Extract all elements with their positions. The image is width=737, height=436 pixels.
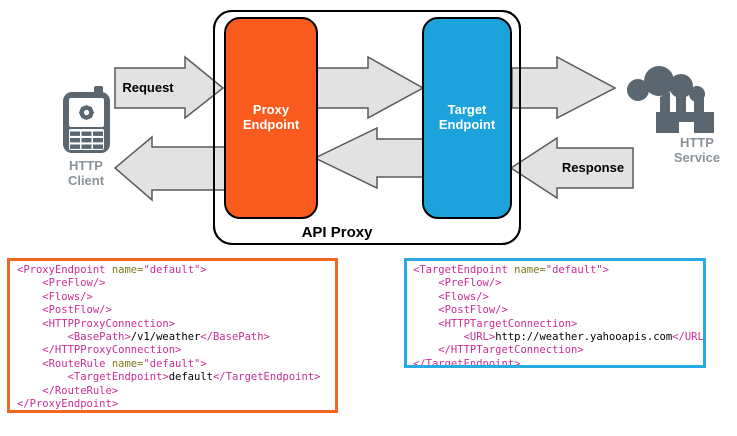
response-arrow <box>509 136 634 200</box>
code-line: <BasePath>/v1/weather</BasePath> <box>17 331 270 344</box>
api-proxy-container-border <box>213 10 521 245</box>
proxy-endpoint-label: Proxy Endpoint <box>242 102 300 132</box>
phone-keypad <box>70 131 103 149</box>
code-line: <PostFlow/> <box>17 304 112 317</box>
factory-door <box>679 122 694 133</box>
code-line: <URL>http://weather.yahooapis.com</URL> <box>413 331 704 344</box>
code-line: <RouteRule name="default"> <box>17 357 207 370</box>
code-line: </RouteRule> <box>17 384 119 397</box>
flow-arrows <box>113 55 634 202</box>
request-label: Request <box>122 80 174 95</box>
target-to-service-arrow <box>511 55 617 120</box>
code-line: <Flows/> <box>17 290 93 303</box>
api-proxy-label: API Proxy <box>301 224 373 241</box>
code-line: <HTTPTargetConnection> <box>413 317 578 330</box>
diagram-canvas <box>63 10 714 245</box>
code-line: </HTTPTargetConnection> <box>413 344 584 357</box>
code-line: </HTTPProxyConnection> <box>17 344 182 357</box>
response-label: Response <box>561 160 625 175</box>
proxy-to-target-arrow <box>316 55 425 120</box>
code-line: <TargetEndpoint>default</TargetEndpoint> <box>17 371 321 384</box>
code-line: <HTTPProxyConnection> <box>17 317 176 330</box>
code-line: <ProxyEndpoint name="default"> <box>17 264 207 276</box>
target-endpoint-label: Target Endpoint <box>438 102 496 132</box>
target-to-proxy-arrow <box>313 126 424 190</box>
target-endpoint-box <box>422 17 512 219</box>
code-line: <PreFlow/> <box>17 277 106 290</box>
mobile-phone-icon <box>63 86 110 153</box>
chimney <box>694 92 704 114</box>
code-line: </ProxyEndpoint> <box>17 398 119 411</box>
code-line: <TargetEndpoint name="default"> <box>413 264 609 276</box>
http-client-label: HTTP Client <box>67 158 105 188</box>
code-line: </TargetEndpoint> <box>413 357 521 368</box>
proxy-endpoint-code-block: <ProxyEndpoint name="default"> <PreFlow/… <box>7 258 338 413</box>
request-arrow <box>114 55 225 120</box>
target-endpoint-code-block: <TargetEndpoint name="default"> <PreFlow… <box>404 258 706 368</box>
factory-cloud-icon <box>627 66 714 133</box>
proxy-endpoint-box <box>224 17 318 219</box>
chimney <box>676 87 686 114</box>
http-service-label: HTTP Service <box>673 135 721 165</box>
chimney <box>660 92 670 114</box>
code-line: <PreFlow/> <box>413 277 502 290</box>
code-line: <PostFlow/> <box>413 304 508 317</box>
code-line: <Flows/> <box>413 290 489 303</box>
gear-icon <box>78 104 95 121</box>
